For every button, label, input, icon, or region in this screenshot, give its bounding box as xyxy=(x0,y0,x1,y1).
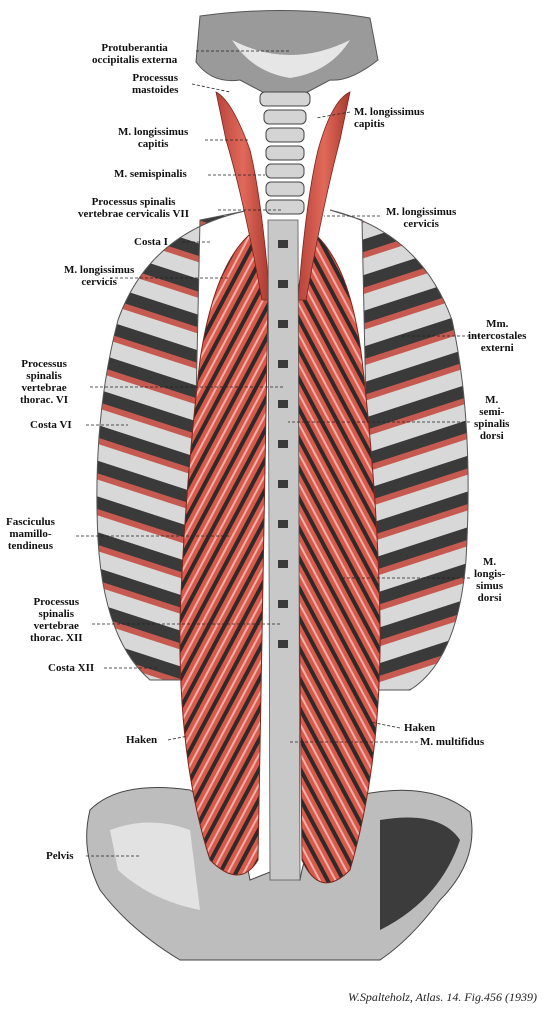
label-haken-left: Haken xyxy=(126,734,158,746)
spinal-column xyxy=(267,219,301,881)
label-longissimus-dorsi: M. longis- simus dorsi xyxy=(474,556,506,604)
label-processus-th6: Processus spinalis vertebrae thorac. VI xyxy=(20,358,69,406)
occipital-bone xyxy=(195,9,379,97)
label-pelvis: Pelvis xyxy=(46,850,74,862)
label-processus-th12: Processus spinalis vertebrae thorac. XII xyxy=(30,596,83,644)
longissimus-capitis-right xyxy=(297,91,351,301)
label-intercostales: Mm. intercostales externi xyxy=(468,318,527,354)
rib-cage-right xyxy=(329,209,469,691)
label-longissimus-cervicis-right: M. longissimus cervicis xyxy=(386,206,457,230)
label-longissimus-capitis-right: M. longissimus capitis xyxy=(354,106,425,130)
label-fasciculus: Fasciculus mamillo- tendineus xyxy=(6,516,55,552)
label-costa-6: Costa VI xyxy=(30,419,72,431)
label-processus-c7: Processus spinalis vertebrae cervicalis … xyxy=(78,196,189,220)
label-longissimus-cervicis-left: M. longissimus cervicis xyxy=(64,264,135,288)
leader-lines xyxy=(76,50,480,857)
erector-spinae-right xyxy=(295,229,381,884)
figure-credit: W.Spalteholz, Atlas. 14. Fig.456 (1939) xyxy=(348,990,537,1004)
label-longissimus-capitis-left: M. longissimus capitis xyxy=(118,126,189,150)
label-semispinalis: M. semispinalis xyxy=(114,168,187,180)
cervical-vertebrae xyxy=(259,91,311,215)
label-costa-1: Costa I xyxy=(134,236,168,248)
label-semispinalis-dorsi: M. semi- spinalis dorsi xyxy=(474,394,510,442)
longissimus-capitis-left xyxy=(215,91,271,301)
label-costa-12: Costa XII xyxy=(48,662,95,674)
label-multifidus: M. multifidus xyxy=(420,736,485,748)
label-protuberantia: Protuberantia occipitalis externa xyxy=(92,42,178,66)
spinous-processes xyxy=(278,240,288,648)
label-haken-right: Haken xyxy=(404,722,436,734)
label-processus-mastoides: Processus mastoides xyxy=(132,72,179,96)
rib-cage-left xyxy=(96,209,251,681)
erector-spinae-left xyxy=(179,229,269,876)
